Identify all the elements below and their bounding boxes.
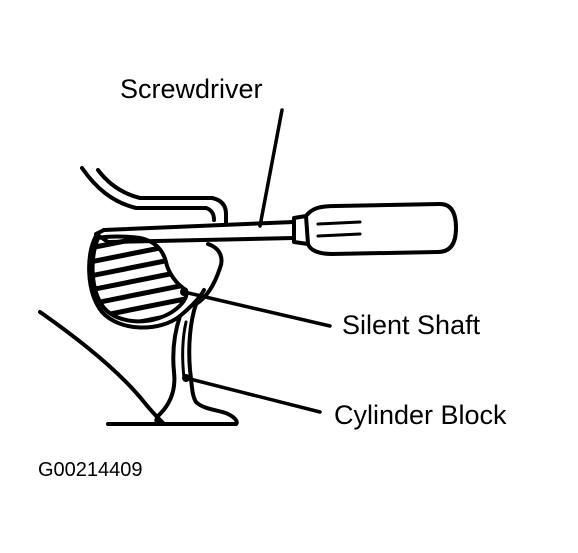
silent-shaft-section — [90, 234, 189, 324]
screwdriver-label: Screwdriver — [120, 74, 263, 104]
screwdriver-tip — [94, 228, 110, 244]
cylinder-block-label: Cylinder Block — [334, 400, 507, 430]
bearing-bore-wall — [87, 234, 206, 330]
web-right-edge — [187, 302, 239, 426]
cylinder-block-leader-line — [184, 376, 322, 414]
silent-shaft-leader-line — [182, 290, 332, 328]
web-left-edge — [154, 314, 182, 426]
block-upper-wall-inner — [96, 168, 214, 200]
leader-lines — [180, 108, 332, 414]
screwdriver-drawing — [94, 202, 458, 256]
block-top-flange — [210, 196, 228, 224]
figure-code: G00214409 — [38, 459, 143, 481]
screwdriver-ferrule — [292, 214, 310, 246]
cylinder-block-drawing — [38, 166, 239, 426]
silent-shaft-label: Silent Shaft — [342, 310, 481, 340]
block-flange-inner — [204, 206, 216, 222]
block-upper-wall-outer — [80, 166, 208, 210]
screwdriver-leader-line — [258, 108, 284, 228]
screwdriver-handle — [304, 202, 458, 256]
silent-shaft-leader-dot — [180, 288, 188, 296]
cylinder-block-leader-dot — [182, 374, 190, 382]
web-inner-line — [181, 320, 188, 380]
screwdriver-shaft — [102, 220, 296, 244]
screwdriver-handle-groove — [316, 220, 362, 238]
